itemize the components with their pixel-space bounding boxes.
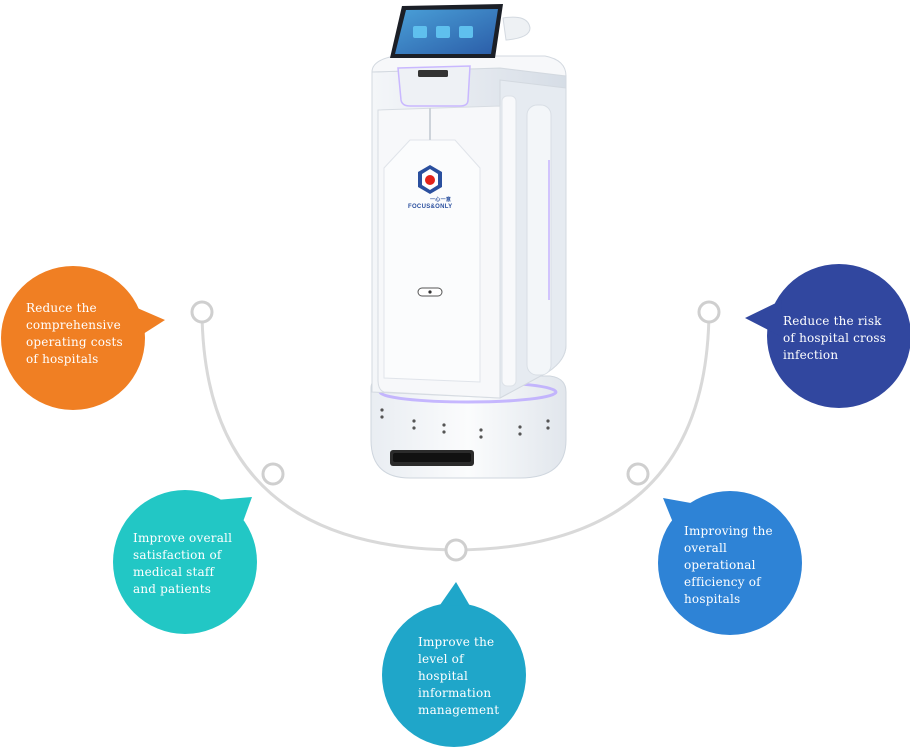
timeline-node — [444, 538, 468, 562]
robot-brand-cn-text: 一心一意 — [430, 197, 452, 203]
delivery-robot — [370, 4, 567, 479]
timeline-node — [190, 300, 214, 324]
benefit-text-costs: Reduce the comprehensive operating costs… — [26, 301, 123, 366]
benefit-text-efficiency: Improving the overall operational effici… — [684, 524, 773, 606]
benefit-bubble-infection — [745, 264, 910, 408]
timeline-node — [626, 462, 650, 486]
benefit-bubble-satisfaction — [113, 490, 257, 634]
robot-brand-text: FOCUS&ONLY — [408, 204, 453, 210]
benefit-bubble-costs — [1, 266, 165, 410]
benefit-text-infection: Reduce the risk of hospital cross infect… — [783, 314, 887, 362]
timeline-node — [697, 300, 721, 324]
benefit-bubble-efficiency — [658, 491, 802, 635]
timeline-node — [261, 462, 285, 486]
benefit-text-satisfaction: Improve overall satisfaction of medical … — [133, 531, 233, 596]
benefit-text-information: Improve the level of hospital informatio… — [418, 635, 500, 717]
benefit-bubble-information — [382, 582, 526, 747]
